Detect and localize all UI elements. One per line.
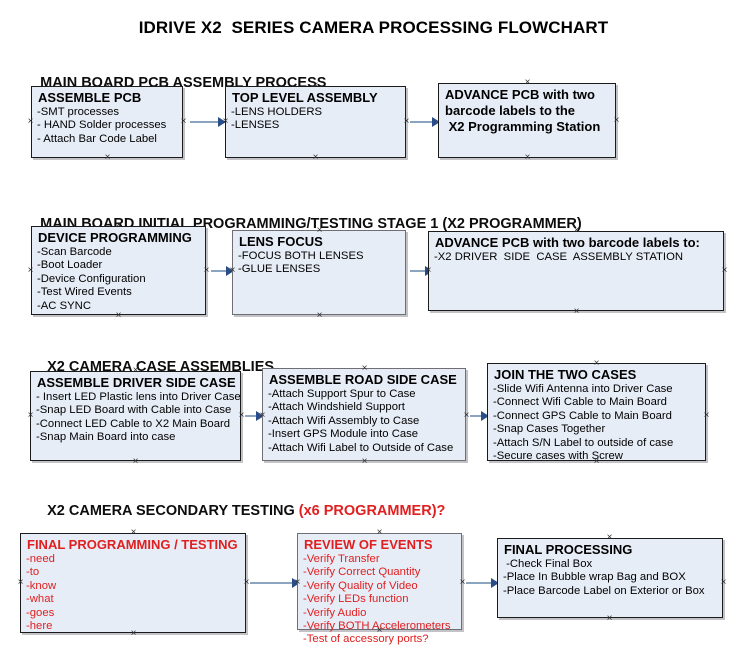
flow-box-item: - Attach Bar Code Label (37, 132, 157, 145)
flow-box-item: -Attach Wifi Assembly to Case (268, 414, 420, 427)
flow-box-item: -LENSES (231, 119, 280, 132)
flow-box-final-programming-testing[interactable]: FINAL PROGRAMMING / TESTING -need -to -k… (20, 533, 246, 633)
flow-box-review-of-events[interactable]: REVIEW OF EVENTS -Verify Transfer -Verif… (297, 533, 462, 645)
arrow-head-icon (218, 117, 226, 127)
flow-box-item: -Verify Correct Quantity (303, 566, 421, 579)
flow-box-item: - HAND Solder processes (37, 119, 167, 132)
arrow-head-icon (256, 411, 264, 421)
flow-box-assemble-driver-side-case[interactable]: ASSEMBLE DRIVER SIDE CASE - Insert LED P… (30, 371, 241, 461)
flow-box-title: FINAL PROCESSING (504, 542, 633, 557)
arrow-head-icon (481, 411, 489, 421)
flow-box-title: ASSEMBLE DRIVER SIDE CASE (37, 375, 236, 390)
connector-line (250, 582, 294, 584)
flow-box-item: X2 Programming Station (445, 119, 601, 134)
flow-box-item: -LENS HOLDERS (231, 106, 323, 118)
flow-box-title: FINAL PROGRAMMING / TESTING (27, 537, 238, 552)
connector-line (190, 121, 220, 123)
flow-box-device-programming[interactable]: DEVICE PROGRAMMING -Scan Barcode -Boot L… (31, 226, 206, 315)
flow-box-item: -Insert GPS Module into Case (268, 428, 419, 441)
flow-box-item: -X2 DRIVER SIDE CASE ASSEMBLY STATION (434, 251, 684, 263)
arrow-head-icon (491, 578, 499, 588)
flow-box-item: -Snap Main Board into case (36, 431, 176, 444)
flow-box-top-level-assembly[interactable]: TOP LEVEL ASSEMBLY -LENS HOLDERS -LENSES (225, 86, 406, 158)
connector-line (410, 121, 435, 123)
flow-box-item: -Verify Quality of Video (303, 579, 418, 592)
arrow-head-icon (432, 117, 440, 127)
flow-box-title: REVIEW OF EVENTS (304, 537, 433, 552)
flow-box-join-the-two-cases[interactable]: JOIN THE TWO CASES -Slide Wifi Antenna i… (487, 363, 706, 463)
flow-box-item: -Connect LED Cable to X2 Main Board (36, 417, 231, 430)
section-heading-text: X2 CAMERA SECONDARY TESTING (47, 503, 299, 519)
flow-box-advance-pcb-driver-side-station[interactable]: ADVANCE PCB with two barcode labels to: … (428, 231, 724, 311)
flow-box-item: -to (26, 566, 40, 579)
flow-box-item: -Verify BOTH Accelerometers (303, 620, 451, 633)
flow-box-advance-pcb-programming-station[interactable]: ADVANCE PCB with two barcode labels to t… (438, 83, 616, 158)
flow-box-item: -Slide Wifi Antenna into Driver Case (493, 383, 673, 395)
flow-box-item: -Attach S/N Label to outside of case (493, 436, 674, 449)
flow-box-title: ASSEMBLE PCB (38, 90, 142, 105)
flow-box-title: ADVANCE PCB with two barcode labels to: (435, 235, 700, 250)
flow-box-item: -GLUE LENSES (238, 263, 321, 276)
flow-box-item: -Verify Transfer (303, 553, 380, 565)
flow-box-item: -Test Wired Events (37, 286, 132, 299)
flow-box-item: -Connect GPS Cable to Main Board (493, 409, 672, 422)
flow-box-title: LENS FOCUS (239, 234, 323, 249)
flow-box-item: -Snap LED Board with Cable into Case (36, 404, 232, 417)
section-heading-accent: (x6 PROGRAMMER)? (298, 503, 446, 519)
connector-line (410, 270, 428, 272)
flow-box-item: -FOCUS BOTH LENSES (238, 250, 364, 262)
flow-box-lens-focus[interactable]: LENS FOCUS -FOCUS BOTH LENSES -GLUE LENS… (232, 230, 406, 315)
flow-box-item: -Place In Bubble wrap Bag and BOX (503, 571, 686, 584)
flow-box-item: -Scan Barcode (37, 246, 112, 258)
flow-box-item: barcode labels to the (445, 103, 576, 118)
flow-box-item: -Connect Wifi Cable to Main Board (493, 396, 667, 409)
flow-box-assemble-road-side-case[interactable]: ASSEMBLE ROAD SIDE CASE -Attach Support … (262, 368, 466, 461)
flow-box-item: - Insert LED Plastic lens into Driver Ca… (36, 391, 241, 403)
connector-line (470, 415, 484, 417)
flow-box-item: -know (26, 579, 57, 592)
connector-line (466, 582, 494, 584)
flow-box-title: DEVICE PROGRAMMING (38, 230, 192, 245)
flow-box-item: -Snap Cases Together (493, 423, 606, 436)
arrow-head-icon (226, 266, 234, 276)
flow-box-item: -Attach Wifi Label to Outside of Case (268, 441, 454, 454)
flow-box-title: ASSEMBLE ROAD SIDE CASE (269, 372, 457, 387)
flow-box-item: -Device Configuration (37, 272, 146, 285)
flow-box-item: -SMT processes (37, 106, 120, 118)
flow-box-item: -what (26, 593, 54, 606)
section-heading-x2-camera-secondary-testing: X2 CAMERA SECONDARY TESTING (x6 PROGRAMM… (31, 487, 445, 535)
flow-box-item: -Secure cases with Screw (493, 450, 623, 463)
connector-line (211, 270, 229, 272)
flow-box-item: -Attach Windshield Support (268, 401, 405, 414)
flow-box-item: -Check Final Box (503, 558, 593, 570)
flow-box-item: -Verify LEDs function (303, 593, 409, 606)
flow-box-assemble-pcb[interactable]: ASSEMBLE PCB -SMT processes - HAND Solde… (31, 86, 183, 158)
flow-box-item: -need (26, 553, 55, 565)
flow-box-title: TOP LEVEL ASSEMBLY (232, 90, 378, 105)
flow-box-title: ADVANCE PCB with two (445, 87, 595, 102)
arrow-head-icon (292, 578, 300, 588)
page-title: IDRIVE X2 SERIES CAMERA PROCESSING FLOWC… (138, 18, 609, 37)
flow-box-item: -here (26, 620, 53, 633)
flow-box-item: -Boot Loader (37, 259, 103, 272)
flow-box-item: -Verify Audio (303, 606, 367, 619)
flow-box-item: -AC SYNC (37, 299, 91, 312)
flow-box-item: -Test of accessory ports? (303, 633, 429, 646)
flow-box-final-processing[interactable]: FINAL PROCESSING -Check Final Box -Place… (497, 538, 723, 618)
flow-box-title: JOIN THE TWO CASES (494, 367, 637, 382)
flow-box-item: -Place Barcode Label on Exterior or Box (503, 584, 705, 597)
connector-line (245, 415, 259, 417)
flow-box-item: -goes (26, 606, 55, 619)
flow-box-item: -Attach Support Spur to Case (268, 388, 416, 400)
